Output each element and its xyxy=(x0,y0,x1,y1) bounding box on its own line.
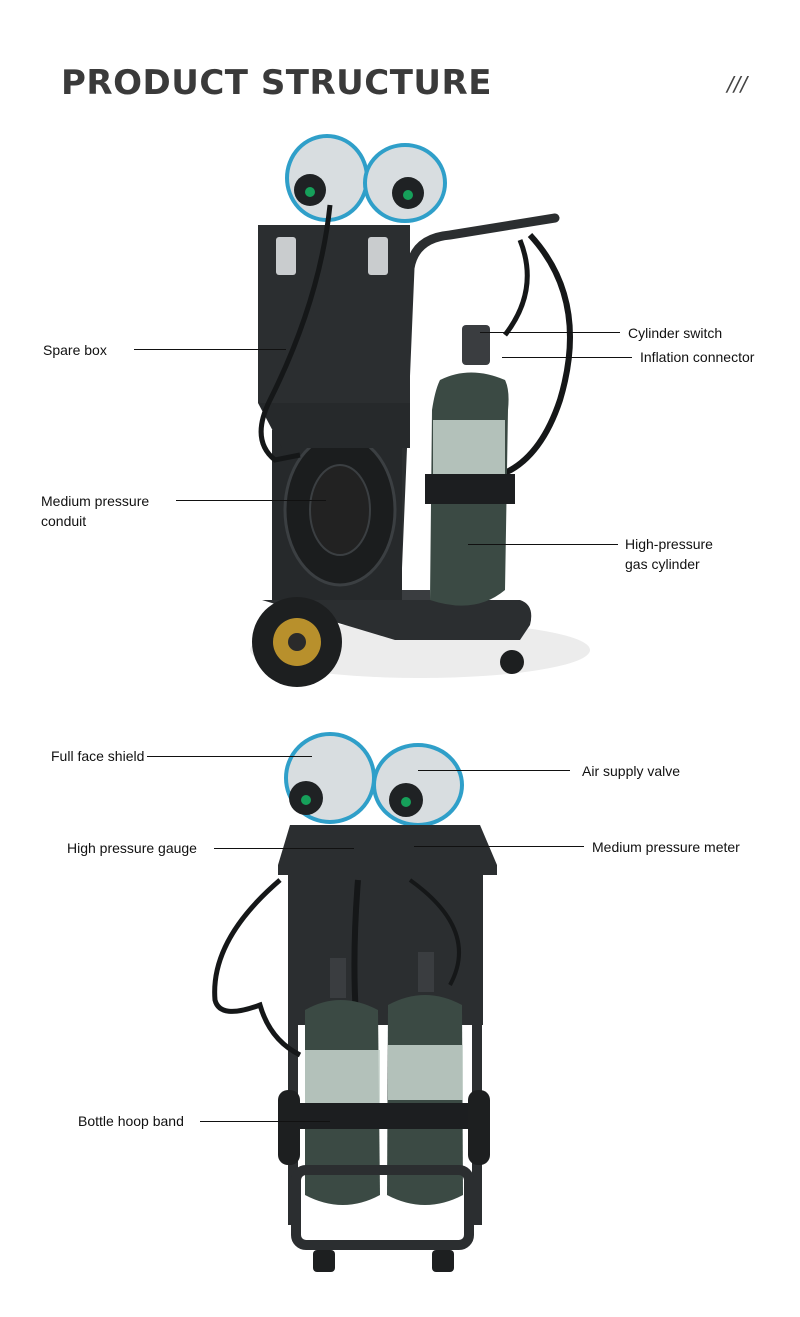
leader-medium-pressure-conduit xyxy=(176,500,326,501)
label-air-supply-valve: Air supply valve xyxy=(582,763,681,779)
title-decoration: /// xyxy=(727,72,748,96)
side-hose xyxy=(498,232,573,478)
rear-frame-post-right xyxy=(472,875,482,1225)
rear-cylinder-label-right xyxy=(388,1045,463,1100)
leader-cylinder-switch xyxy=(480,332,620,333)
medium-pressure-hose xyxy=(258,204,333,463)
rear-caster-right xyxy=(432,1250,454,1272)
rear-mask-valve-right-dot xyxy=(401,797,411,807)
rear-cylinder-valve-right xyxy=(418,952,434,992)
leader-air-supply-valve xyxy=(418,770,570,771)
leader-inflation-connector xyxy=(502,357,632,358)
label-bottle-hoop-band: Bottle hoop band xyxy=(78,1113,184,1129)
cart-handle-frame xyxy=(390,213,560,633)
label-full-face-shield: Full face shield xyxy=(51,748,145,764)
mask-valve-right-dot xyxy=(403,190,413,200)
label-high-pressure-cylinder: High-pressure gas cylinder xyxy=(625,536,713,572)
cylinder-valve xyxy=(462,325,490,365)
leader-spare-box xyxy=(134,349,286,350)
rear-caster-left xyxy=(313,1250,335,1272)
label-medium-pressure-meter: Medium pressure meter xyxy=(592,839,740,855)
hose-reel-core xyxy=(309,464,371,556)
cart-base xyxy=(262,600,532,640)
leader-bottle-hoop-band xyxy=(200,1121,330,1122)
box-latch-right xyxy=(368,237,388,275)
rear-wheel-right xyxy=(468,1090,490,1165)
rear-cylinder-label-left xyxy=(305,1050,380,1105)
cylinder-strap xyxy=(425,474,515,504)
label-cylinder-switch: Cylinder switch xyxy=(628,325,723,341)
rear-face-mask-right xyxy=(372,743,464,827)
valve-hose xyxy=(503,239,530,337)
large-wheel-center xyxy=(288,633,306,651)
rear-top-plate xyxy=(278,825,497,875)
caster-wheel xyxy=(500,650,524,674)
page-title: PRODUCT STRUCTURE xyxy=(61,63,492,103)
rear-wheel-left xyxy=(278,1090,300,1165)
label-high-pressure-gauge: High pressure gauge xyxy=(67,840,197,856)
label-inflation-connector: Inflation connector xyxy=(640,349,755,365)
leader-medium-pressure-meter xyxy=(414,846,584,847)
rear-cylinder-valve-left xyxy=(330,958,346,998)
cylinder-label xyxy=(433,420,505,475)
mask-valve-left-dot xyxy=(305,187,315,197)
box-latch-left xyxy=(276,237,296,275)
leader-high-pressure-gauge xyxy=(214,848,354,849)
rear-mask-valve-left-dot xyxy=(301,795,311,805)
spare-box-lower xyxy=(258,403,410,448)
rear-left-hose xyxy=(212,878,302,1058)
leader-full-face-shield xyxy=(147,756,312,757)
rear-bottle-hoop-band xyxy=(300,1103,468,1129)
leader-high-pressure-cylinder xyxy=(468,544,618,545)
rear-base xyxy=(291,1165,474,1250)
label-medium-pressure-conduit: Medium pressure conduit xyxy=(41,493,150,529)
label-spare-box: Spare box xyxy=(43,342,107,358)
rear-right-hose xyxy=(408,878,461,986)
